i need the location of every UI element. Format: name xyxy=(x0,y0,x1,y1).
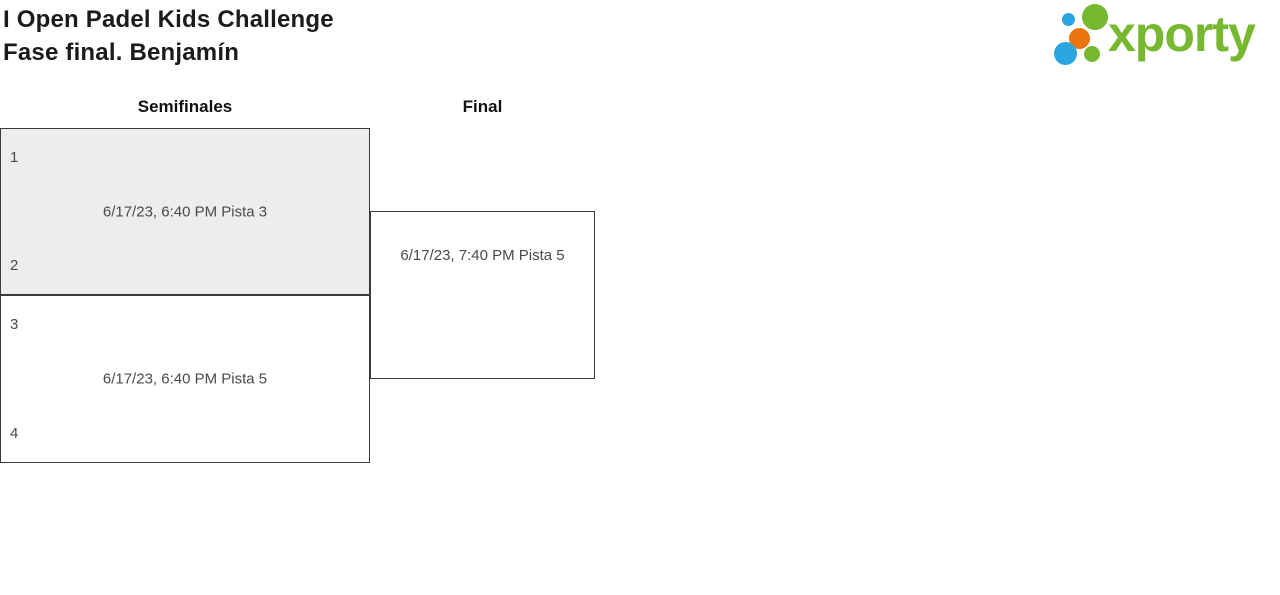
xporty-logo: xporty xyxy=(1050,0,1280,75)
logo-dot-icon xyxy=(1054,42,1077,65)
seed-label: 3 xyxy=(10,316,19,333)
match-final[interactable]: 6/17/23, 7:40 PM Pista 5 xyxy=(370,211,595,379)
match-schedule: 6/17/23, 6:40 PM Pista 3 xyxy=(102,203,268,220)
logo-dot-icon xyxy=(1084,46,1100,62)
phase-title: Fase final. Benjamín xyxy=(3,39,240,66)
seed-label: 4 xyxy=(10,425,19,442)
logo-dot-icon xyxy=(1069,28,1090,49)
match-semifinal-2[interactable]: 3 6/17/23, 6:40 PM Pista 5 4 xyxy=(0,295,370,463)
logo-dot-icon xyxy=(1062,13,1075,26)
round-header-semifinales: Semifinales xyxy=(137,97,233,116)
xporty-wordmark: xporty xyxy=(1108,6,1256,62)
match-schedule: 6/17/23, 6:40 PM Pista 5 xyxy=(102,370,268,388)
match-semifinal-1[interactable]: 1 6/17/23, 6:40 PM Pista 3 2 xyxy=(0,128,370,295)
page-title: I Open Padel Kids Challenge Fase final. … xyxy=(3,3,334,69)
logo-dot-icon xyxy=(1082,4,1108,30)
tournament-title: I Open Padel Kids Challenge xyxy=(3,6,334,33)
round-header-final: Final xyxy=(462,97,503,116)
seed-label: 2 xyxy=(10,257,19,274)
match-schedule: 6/17/23, 7:40 PM Pista 5 xyxy=(400,247,565,264)
seed-label: 1 xyxy=(10,149,19,166)
